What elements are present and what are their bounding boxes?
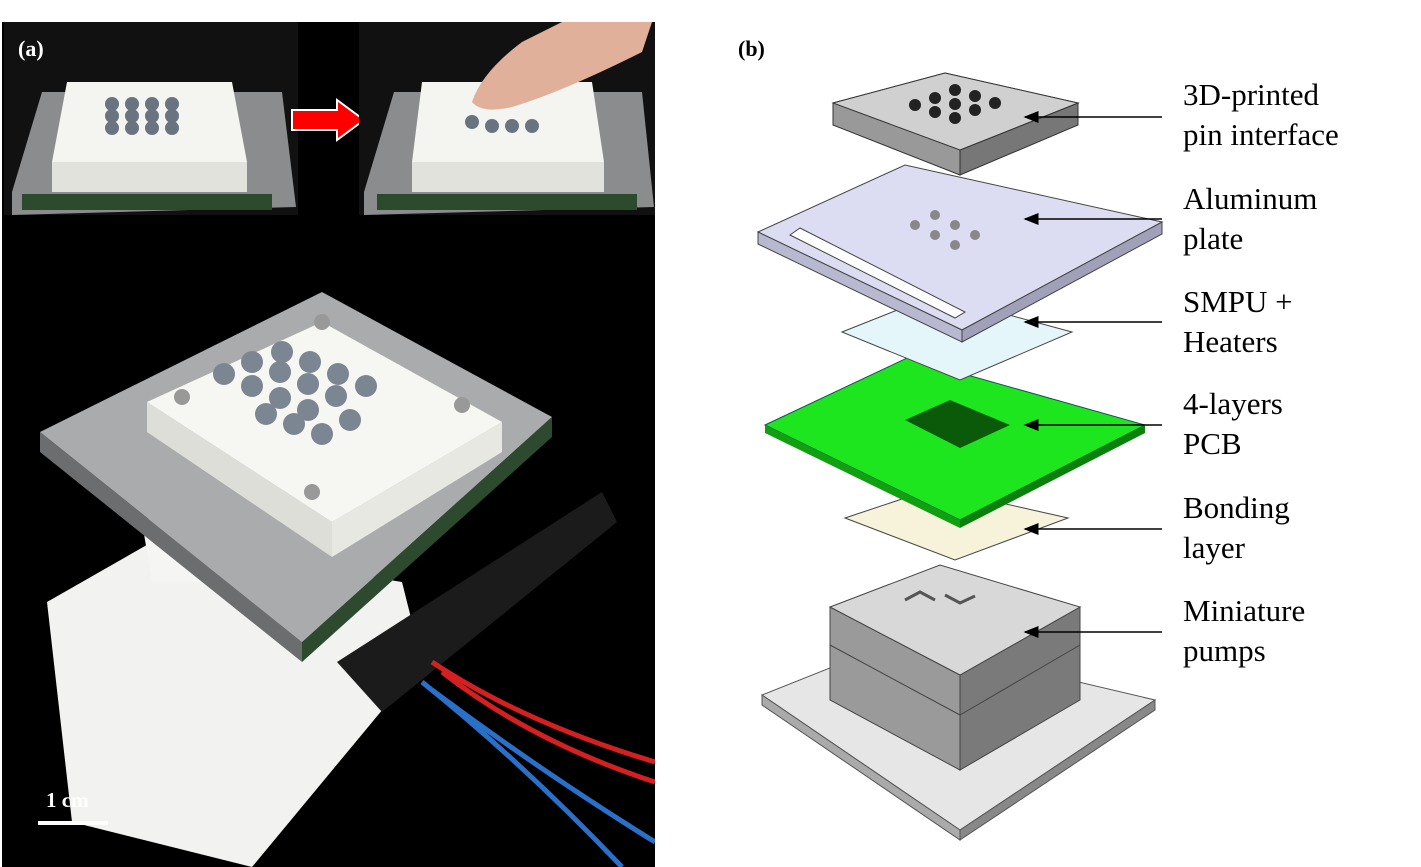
callout-smpu-heaters: SMPU + Heaters [1183, 282, 1293, 362]
callout-line: SMPU + [1183, 284, 1293, 319]
callout-line: 3D-printed [1183, 77, 1320, 112]
callout-line: Miniature [1183, 593, 1306, 628]
smpu-heaters [840, 294, 1074, 381]
panel-label-a: (a) [18, 36, 44, 61]
callout-line: layer [1183, 530, 1245, 565]
base-plate [760, 639, 1157, 841]
panel-label-b: (b) [738, 36, 765, 61]
callout-line: pumps [1183, 633, 1266, 668]
callout-line: Heaters [1183, 324, 1278, 359]
pin-interface [831, 72, 1080, 176]
callout-pin-interface: 3D-printed pin interface [1183, 75, 1339, 155]
pcb [763, 357, 1147, 528]
callout-line: Bonding [1183, 490, 1290, 525]
aluminum-plate [756, 164, 1164, 343]
callout-line: plate [1183, 221, 1244, 256]
callout-line: pin interface [1183, 117, 1339, 152]
scale-bar-label: 1 cm [46, 788, 89, 812]
callout-aluminum-plate: Aluminum plate [1183, 179, 1317, 259]
miniature-pumps [828, 564, 1082, 771]
device-photo [4, 22, 655, 867]
photo-panel-a: (a) [2, 22, 655, 867]
callout-bonding-layer: Bonding layer [1183, 488, 1290, 568]
bonding-layer [843, 487, 1070, 561]
callout-line: PCB [1183, 426, 1242, 461]
callout-miniature-pumps: Miniature pumps [1183, 591, 1305, 671]
scale-bar [38, 821, 108, 825]
callout-line: Aluminum [1183, 181, 1318, 216]
callout-line: 4-layers [1183, 386, 1283, 421]
red-arrow-icon [291, 98, 366, 142]
